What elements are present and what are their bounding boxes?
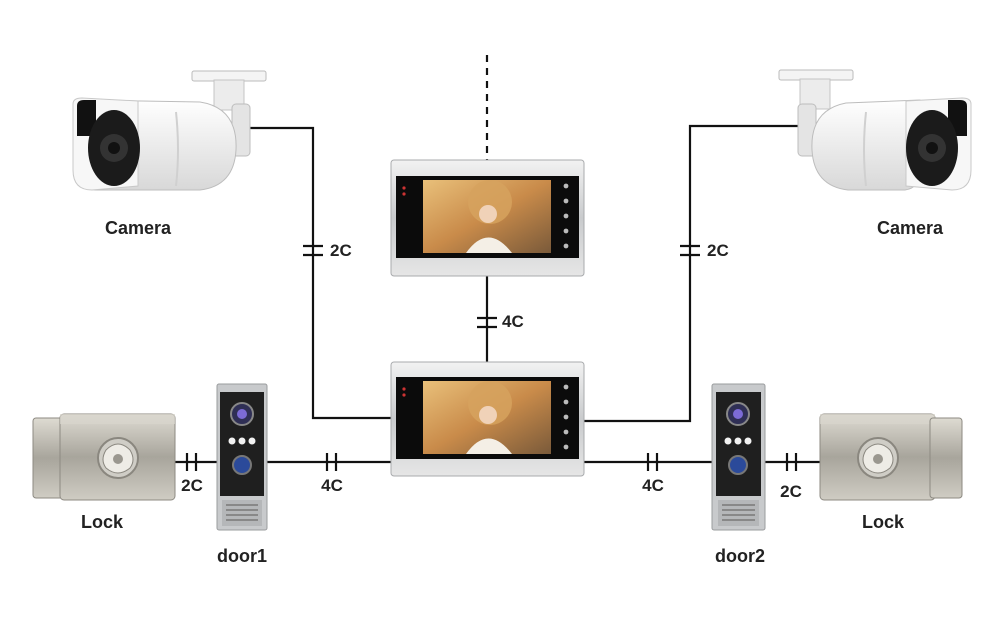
lock-right-label: Lock: [861, 512, 904, 532]
monitor-bottom-image: [390, 361, 585, 477]
lock-right-image: [819, 413, 963, 501]
camera-right-label: Camera: [876, 218, 944, 238]
door-station-left-image: [216, 383, 268, 531]
wire-camera-right: [584, 124, 800, 423]
wire-label-door-left: 4C: [321, 476, 343, 495]
wire-label-camera-right: 2C: [707, 241, 729, 260]
camera-left-label: Camera: [104, 218, 172, 238]
wire-label-door-right: 4C: [642, 476, 664, 495]
camera-left-image: [72, 70, 267, 191]
wire-camera-left: [248, 126, 391, 420]
door-left-label: door1: [216, 546, 267, 566]
camera-right-image: [778, 69, 972, 191]
wire-label-camera-left: 2C: [330, 241, 352, 260]
door-station-right-image: [711, 383, 766, 531]
lock-left-label: Lock: [80, 512, 123, 532]
lock-left-image: [32, 413, 176, 501]
door-right-label: door2: [714, 546, 765, 566]
wire-label-lock-right: 2C: [780, 482, 802, 501]
cable-ticks: [185, 244, 798, 471]
monitor-top-image: [390, 159, 585, 277]
wire-label-lock-left: 2C: [181, 476, 203, 495]
wire-label-monitors: 4C: [502, 312, 524, 331]
